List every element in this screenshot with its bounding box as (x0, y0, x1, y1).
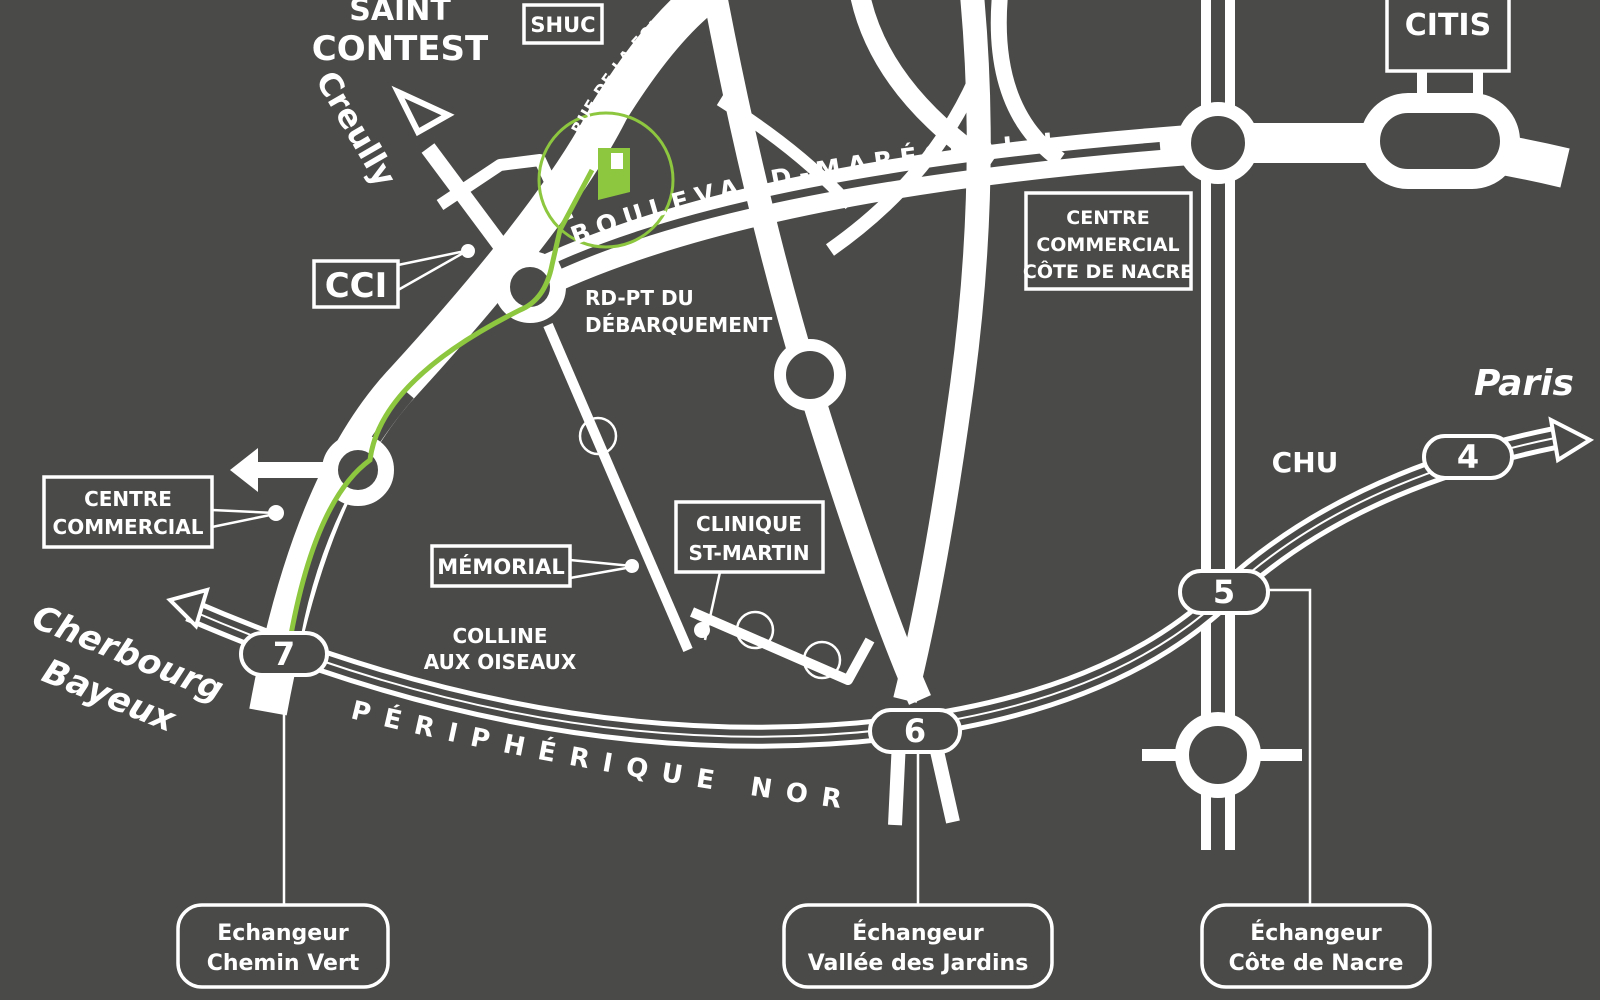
nacre-line2: Côte de Nacre (1229, 951, 1404, 976)
creully-label: Creully (308, 64, 404, 193)
roundabout-chu-south (1175, 712, 1261, 798)
peripherique-nord (166, 416, 1595, 749)
centre-commercial-box (42, 475, 214, 549)
interchange-chemin-vert: Echangeur Chemin Vert (176, 903, 390, 989)
chemin-vert-line1: Echangeur (217, 921, 349, 946)
roundabout-debarquement (494, 251, 566, 323)
clinique-line2: ST-MARTIN (688, 541, 809, 565)
citis-label: CITIS (1405, 8, 1491, 43)
shuc-box (522, 3, 604, 45)
roundabout-boulevard-east (774, 339, 846, 411)
roundabouts (322, 102, 1261, 798)
clinique-line1: CLINIQUE (696, 512, 802, 536)
shuc-label: SHUC (530, 13, 595, 37)
centre-nacre-line2: COMMERCIAL (1036, 234, 1179, 256)
rd-pt-line2: DÉBARQUEMENT (585, 313, 773, 337)
exit-7-number: 7 (273, 635, 295, 673)
memorial-box (430, 544, 572, 588)
cci-box (312, 259, 400, 309)
memorial-label: MÉMORIAL (437, 554, 565, 579)
exit-4-number: 4 (1457, 438, 1479, 476)
vallee-line2: Vallée des Jardins (808, 951, 1029, 976)
paris-label: Paris (1474, 363, 1574, 404)
saint-contest-line2: CONTEST (312, 29, 489, 69)
exit-5-number: 5 (1213, 573, 1235, 611)
centre-nacre-line1: CENTRE (1066, 207, 1149, 229)
interchange-cote-de-nacre: Échangeur Côte de Nacre (1200, 903, 1432, 989)
nacre-line1: Échangeur (1250, 920, 1382, 946)
clinique-box (674, 500, 825, 574)
route-line (287, 168, 595, 641)
exit-5: 5 (1178, 569, 1270, 615)
highlighted-route (287, 111, 675, 641)
paris-arrow-icon (1548, 416, 1595, 464)
colline-line2: AUX OISEAUX (424, 650, 577, 674)
centre-comm-line1: CENTRE (84, 487, 172, 511)
vallee-line1: Échangeur (852, 920, 984, 946)
centre-comm-line2: COMMERCIAL (53, 515, 204, 539)
exit-6-number: 6 (904, 712, 926, 750)
chemin-vert-line2: Chemin Vert (207, 951, 360, 976)
road-western-arterial (249, 0, 717, 716)
saint-contest-line1: SAINT (349, 0, 451, 28)
chu-label: CHU (1272, 446, 1339, 479)
cci-label: CCI (325, 266, 388, 306)
exit-7: 7 (239, 631, 329, 677)
destination-marker-icon (598, 148, 630, 200)
exit-4: 4 (1422, 434, 1514, 480)
exit-6: 6 (868, 708, 962, 754)
centre-nacre-line3: CÔTE DE NACRE (1023, 259, 1193, 283)
centre-nacre-box (1024, 191, 1193, 291)
citis-box (1385, 0, 1511, 73)
cherbourg-arrow-icon (166, 587, 210, 630)
road-network (230, 0, 1570, 850)
destination-zone (537, 111, 675, 249)
citis-loop (1360, 93, 1520, 189)
interchange-vallee-des-jardins: Échangeur Vallée des Jardins (782, 903, 1054, 989)
rd-pt-line1: RD-PT DU (585, 286, 694, 310)
colline-line1: COLLINE (452, 624, 547, 648)
roundabout-chu-north (1177, 102, 1259, 184)
